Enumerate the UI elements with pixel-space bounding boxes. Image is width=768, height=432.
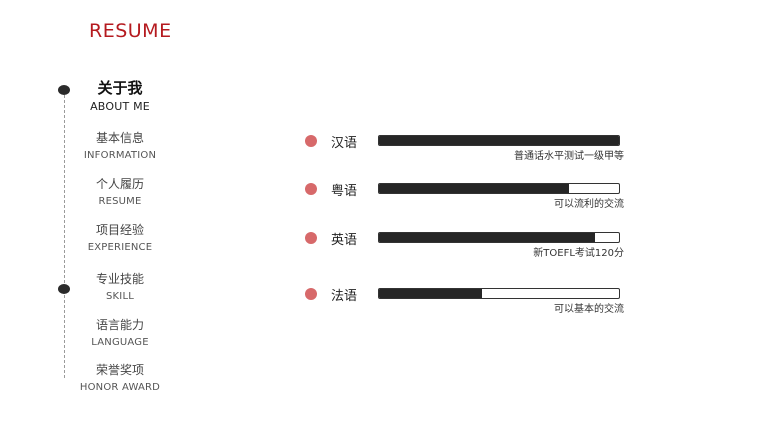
- language-name: 法语: [331, 289, 358, 304]
- nav-item-sublabel: HONOR AWARD: [79, 382, 161, 393]
- nav-item-skill[interactable]: 专业技能 SKILL: [72, 271, 168, 304]
- proficiency-bar: [378, 232, 620, 243]
- nav-item-honor-award[interactable]: 荣誉奖项 HONOR AWARD: [72, 362, 168, 395]
- nav-item-experience[interactable]: 项目经验 EXPERIENCE: [72, 222, 168, 255]
- bullet-dot: [305, 232, 317, 244]
- proficiency-bar: [378, 288, 620, 299]
- bullet-dot: [305, 135, 317, 147]
- nav-item-sublabel: LANGUAGE: [91, 337, 149, 348]
- nav-item-language[interactable]: 语言能力 LANGUAGE: [72, 317, 168, 350]
- proficiency-fill: [379, 184, 569, 193]
- resume-title: RESUME: [89, 20, 172, 42]
- nav-item-label: 荣誉奖项: [95, 363, 144, 377]
- nav-item-sublabel: EXPERIENCE: [87, 242, 153, 253]
- nav-item-sublabel: SKILL: [106, 291, 134, 302]
- nav-item-resume[interactable]: 个人履历 RESUME: [72, 176, 168, 209]
- proficiency-note: 可以基本的交流: [554, 304, 624, 315]
- nav-item-sublabel: ABOUT ME: [90, 100, 150, 113]
- timeline-line: [64, 90, 65, 378]
- language-skill-row: 汉语 普通话水平测试一级甲等: [300, 133, 630, 183]
- proficiency-bar: [378, 135, 620, 146]
- language-name: 汉语: [331, 136, 358, 151]
- timeline-dot-about: [58, 85, 70, 95]
- nav-item-label: 项目经验: [95, 223, 144, 237]
- nav-item-sublabel: RESUME: [98, 196, 142, 207]
- nav-item-label: 基本信息: [95, 131, 144, 145]
- language-name: 英语: [331, 233, 358, 248]
- language-skill-row: 英语 新TOEFL考试120分: [300, 230, 630, 280]
- language-skill-row: 粤语 可以流利的交流: [300, 181, 630, 231]
- nav-item-label: 语言能力: [95, 318, 144, 332]
- proficiency-bar: [378, 183, 620, 194]
- proficiency-fill: [379, 233, 595, 242]
- proficiency-note: 可以流利的交流: [554, 199, 624, 210]
- nav-item-label: 个人履历: [95, 177, 144, 191]
- language-skill-row: 法语 可以基本的交流: [300, 286, 630, 336]
- language-name: 粤语: [331, 184, 358, 199]
- proficiency-fill: [379, 289, 483, 298]
- bullet-dot: [305, 183, 317, 195]
- proficiency-note: 普通话水平测试一级甲等: [514, 151, 624, 162]
- bullet-dot: [305, 288, 317, 300]
- nav-item-label: 关于我: [97, 79, 143, 97]
- nav-item-about-me[interactable]: 关于我 ABOUT ME: [72, 79, 168, 114]
- nav-item-information[interactable]: 基本信息 INFORMATION: [72, 130, 168, 163]
- nav-item-sublabel: INFORMATION: [83, 150, 157, 161]
- proficiency-note: 新TOEFL考试120分: [533, 248, 624, 259]
- timeline-dot-skill: [58, 284, 70, 294]
- nav-item-label: 专业技能: [95, 272, 144, 286]
- proficiency-fill: [379, 136, 619, 145]
